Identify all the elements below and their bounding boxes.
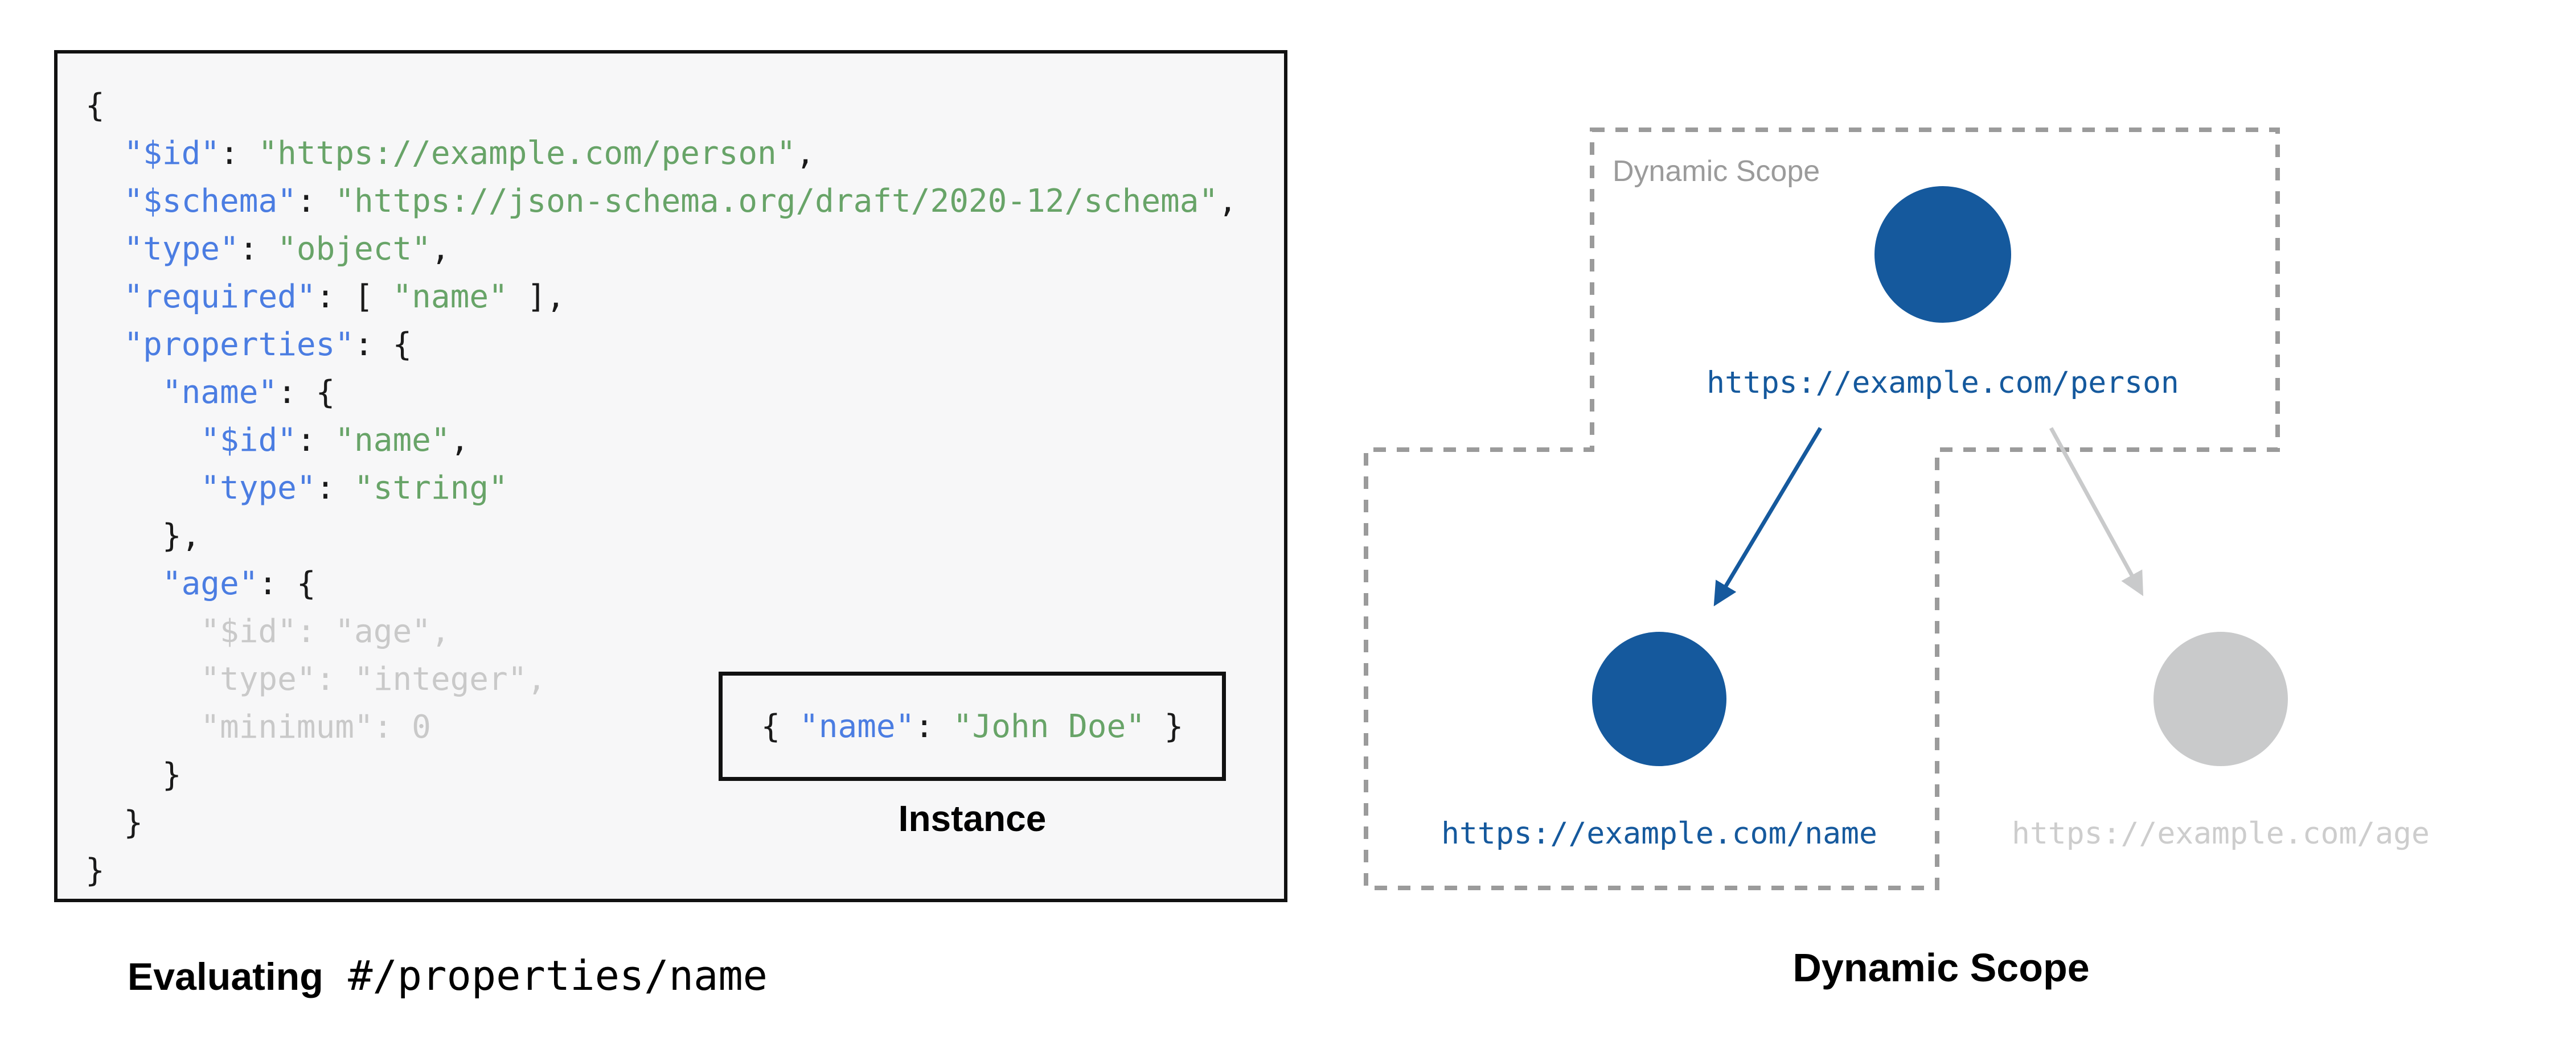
code-token-punct: : [914, 708, 953, 745]
name-node [1592, 632, 1726, 766]
code-token-value: "string" [354, 470, 508, 507]
code-token-key: "type" [200, 470, 316, 507]
code-line: } [85, 847, 1237, 895]
code-token-punct [85, 278, 124, 315]
code-token-key: "name" [162, 374, 278, 411]
code-token-key: "name" [799, 708, 915, 745]
code-line: "type": "integer", [85, 656, 1237, 704]
edge-person-to-age [2049, 427, 2144, 597]
code-token-punct [85, 326, 124, 363]
evaluating-caption-bold: Evaluating [127, 955, 323, 998]
code-token-punct: { [761, 708, 800, 745]
code-token-punct: { [85, 87, 105, 124]
code-token-punct: ], [507, 278, 565, 315]
code-token-punct [85, 565, 162, 602]
code-token-punct [85, 422, 200, 459]
code-token-key: "type" [124, 231, 239, 268]
code-token-faded: "$id": "age", [85, 613, 450, 650]
code-token-punct [85, 374, 162, 411]
code-token-punct: : { [354, 326, 412, 363]
code-token-key: "required" [124, 278, 316, 315]
code-token-key: "properties" [124, 326, 355, 363]
code-line: } [85, 751, 1237, 799]
code-line: "$id": "https://example.com/person", [85, 130, 1237, 178]
code-token-punct: : { [277, 374, 335, 411]
code-token-value: "name" [392, 278, 508, 315]
code-token-value: "object" [277, 231, 431, 268]
code-token-punct: : [220, 135, 259, 172]
schema-code-block: { "$id": "https://example.com/person", "… [85, 82, 1237, 895]
code-token-value: "name" [335, 422, 450, 459]
instance-label: Instance [898, 798, 1047, 839]
code-line: "name": { [85, 369, 1237, 417]
code-token-value: "https://json-schema.org/draft/2020-12/s… [335, 183, 1219, 220]
evaluating-caption: Evaluating #/properties/name [122, 946, 768, 996]
code-line: "minimum": 0 [85, 704, 1237, 751]
person-node-label: https://example.com/person [1707, 365, 2179, 400]
code-token-punct [85, 231, 124, 268]
dynamic-scope-region-label: Dynamic Scope [1613, 155, 1820, 188]
code-token-punct [85, 470, 200, 507]
name-node-label: https://example.com/name [1441, 816, 1877, 851]
code-token-punct [85, 183, 124, 220]
code-line: { [85, 82, 1237, 130]
code-token-punct: : [ [315, 278, 393, 315]
code-token-punct: , [430, 231, 450, 268]
code-line: "age": { [85, 560, 1237, 608]
code-token-punct: , [450, 422, 470, 459]
schema-code-panel: { "$id": "https://example.com/person", "… [54, 50, 1287, 902]
code-token-key: "$schema" [124, 183, 297, 220]
code-token-punct: } [85, 852, 105, 889]
edge-person-to-name [1713, 427, 1823, 607]
code-line: } [85, 799, 1237, 847]
code-token-faded: "type": "integer", [85, 661, 547, 698]
code-token-value: "John Doe" [953, 708, 1145, 745]
dynamic-scope-outline [1364, 127, 2280, 890]
instance-code: { "name": "John Doe" } [761, 708, 1184, 745]
code-token-punct: : [239, 231, 278, 268]
code-token-punct: } [85, 756, 182, 793]
person-node [1874, 186, 2011, 323]
code-token-punct: , [1218, 183, 1237, 220]
code-token-punct: } [1145, 708, 1184, 745]
age-node-label: https://example.com/age [2012, 816, 2430, 851]
code-line: "type": "string" [85, 464, 1237, 512]
code-token-faded: "minimum": 0 [85, 709, 431, 746]
code-token-punct: : [315, 470, 355, 507]
instance-box: { "name": "John Doe" } [719, 672, 1226, 781]
code-line: "properties": { [85, 321, 1237, 369]
code-token-punct: }, [85, 517, 201, 554]
dynamic-scope-diagram: Dynamic Scope https://example.com/person… [1364, 127, 2430, 990]
code-token-value: "https://example.com/person" [258, 135, 796, 172]
code-line: "$id": "name", [85, 417, 1237, 464]
code-line: "type": "object", [85, 225, 1237, 273]
code-token-key: "$id" [124, 135, 220, 172]
code-token-key: "$id" [200, 422, 297, 459]
code-token-punct: : [296, 183, 335, 220]
dynamic-scope-caption: Dynamic Scope [1792, 945, 2089, 990]
code-token-punct [85, 135, 124, 172]
code-line: "$id": "age", [85, 608, 1237, 656]
code-token-punct: } [85, 804, 143, 841]
code-line: "required": [ "name" ], [85, 273, 1237, 321]
code-token-punct: , [795, 135, 815, 172]
code-token-key: "age" [162, 565, 259, 602]
code-line: "$schema": "https://json-schema.org/draf… [85, 178, 1237, 225]
evaluating-caption-pointer: #/properties/name [323, 952, 768, 999]
code-line: }, [85, 512, 1237, 560]
age-node [2153, 632, 2288, 766]
code-token-punct: : [296, 422, 335, 459]
code-token-punct: : { [258, 565, 316, 602]
